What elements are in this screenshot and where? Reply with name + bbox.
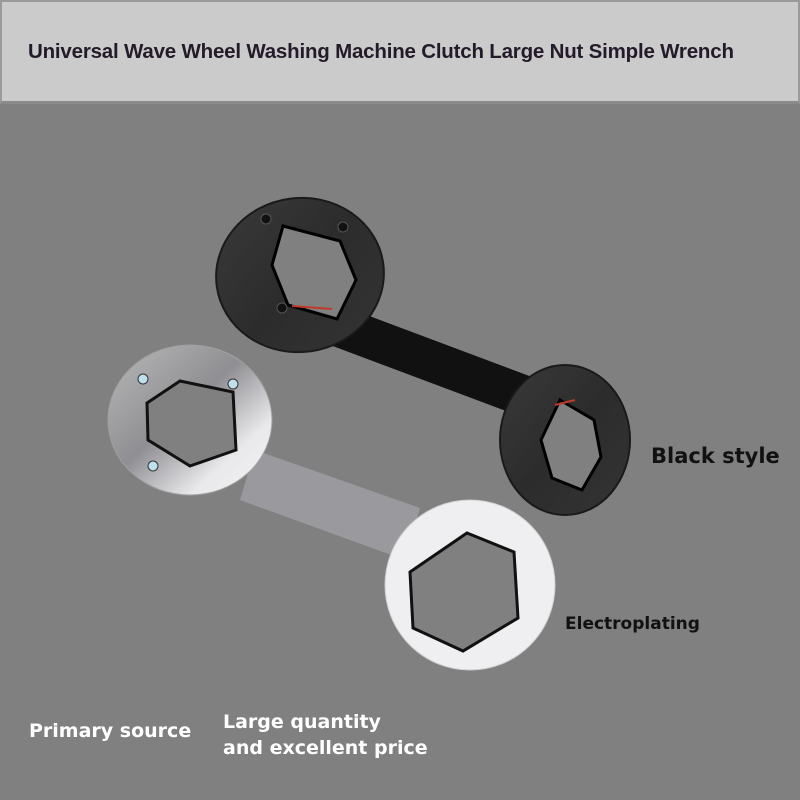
title-banner: Universal Wave Wheel Washing Machine Clu… (0, 0, 800, 104)
quantity-price-label: Large quantity and excellent price (223, 709, 428, 761)
primary-source-label: Primary source (29, 720, 192, 742)
quantity-line-1: Large quantity (223, 711, 381, 733)
quantity-line-2: and excellent price (223, 737, 428, 759)
electroplating-label: Electroplating (565, 614, 700, 634)
silver-wrench (107, 344, 556, 671)
black-style-label: Black style (651, 444, 780, 468)
product-title: Universal Wave Wheel Washing Machine Clu… (28, 40, 734, 63)
black-wrench (215, 196, 631, 516)
